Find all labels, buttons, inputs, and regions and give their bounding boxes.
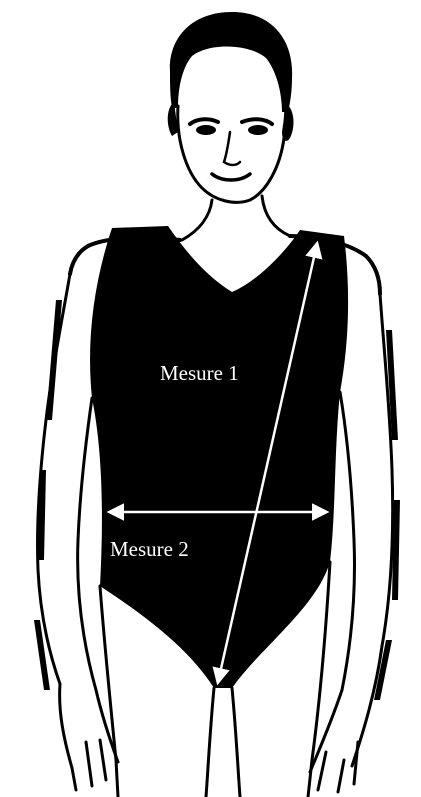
left-eye xyxy=(196,125,216,135)
right-eye xyxy=(248,125,268,135)
mesure-2-label: Mesure 2 xyxy=(110,537,189,561)
face xyxy=(178,106,290,240)
leotard xyxy=(90,226,348,688)
hair xyxy=(168,12,294,141)
mesure-1-label: Mesure 1 xyxy=(160,361,239,385)
